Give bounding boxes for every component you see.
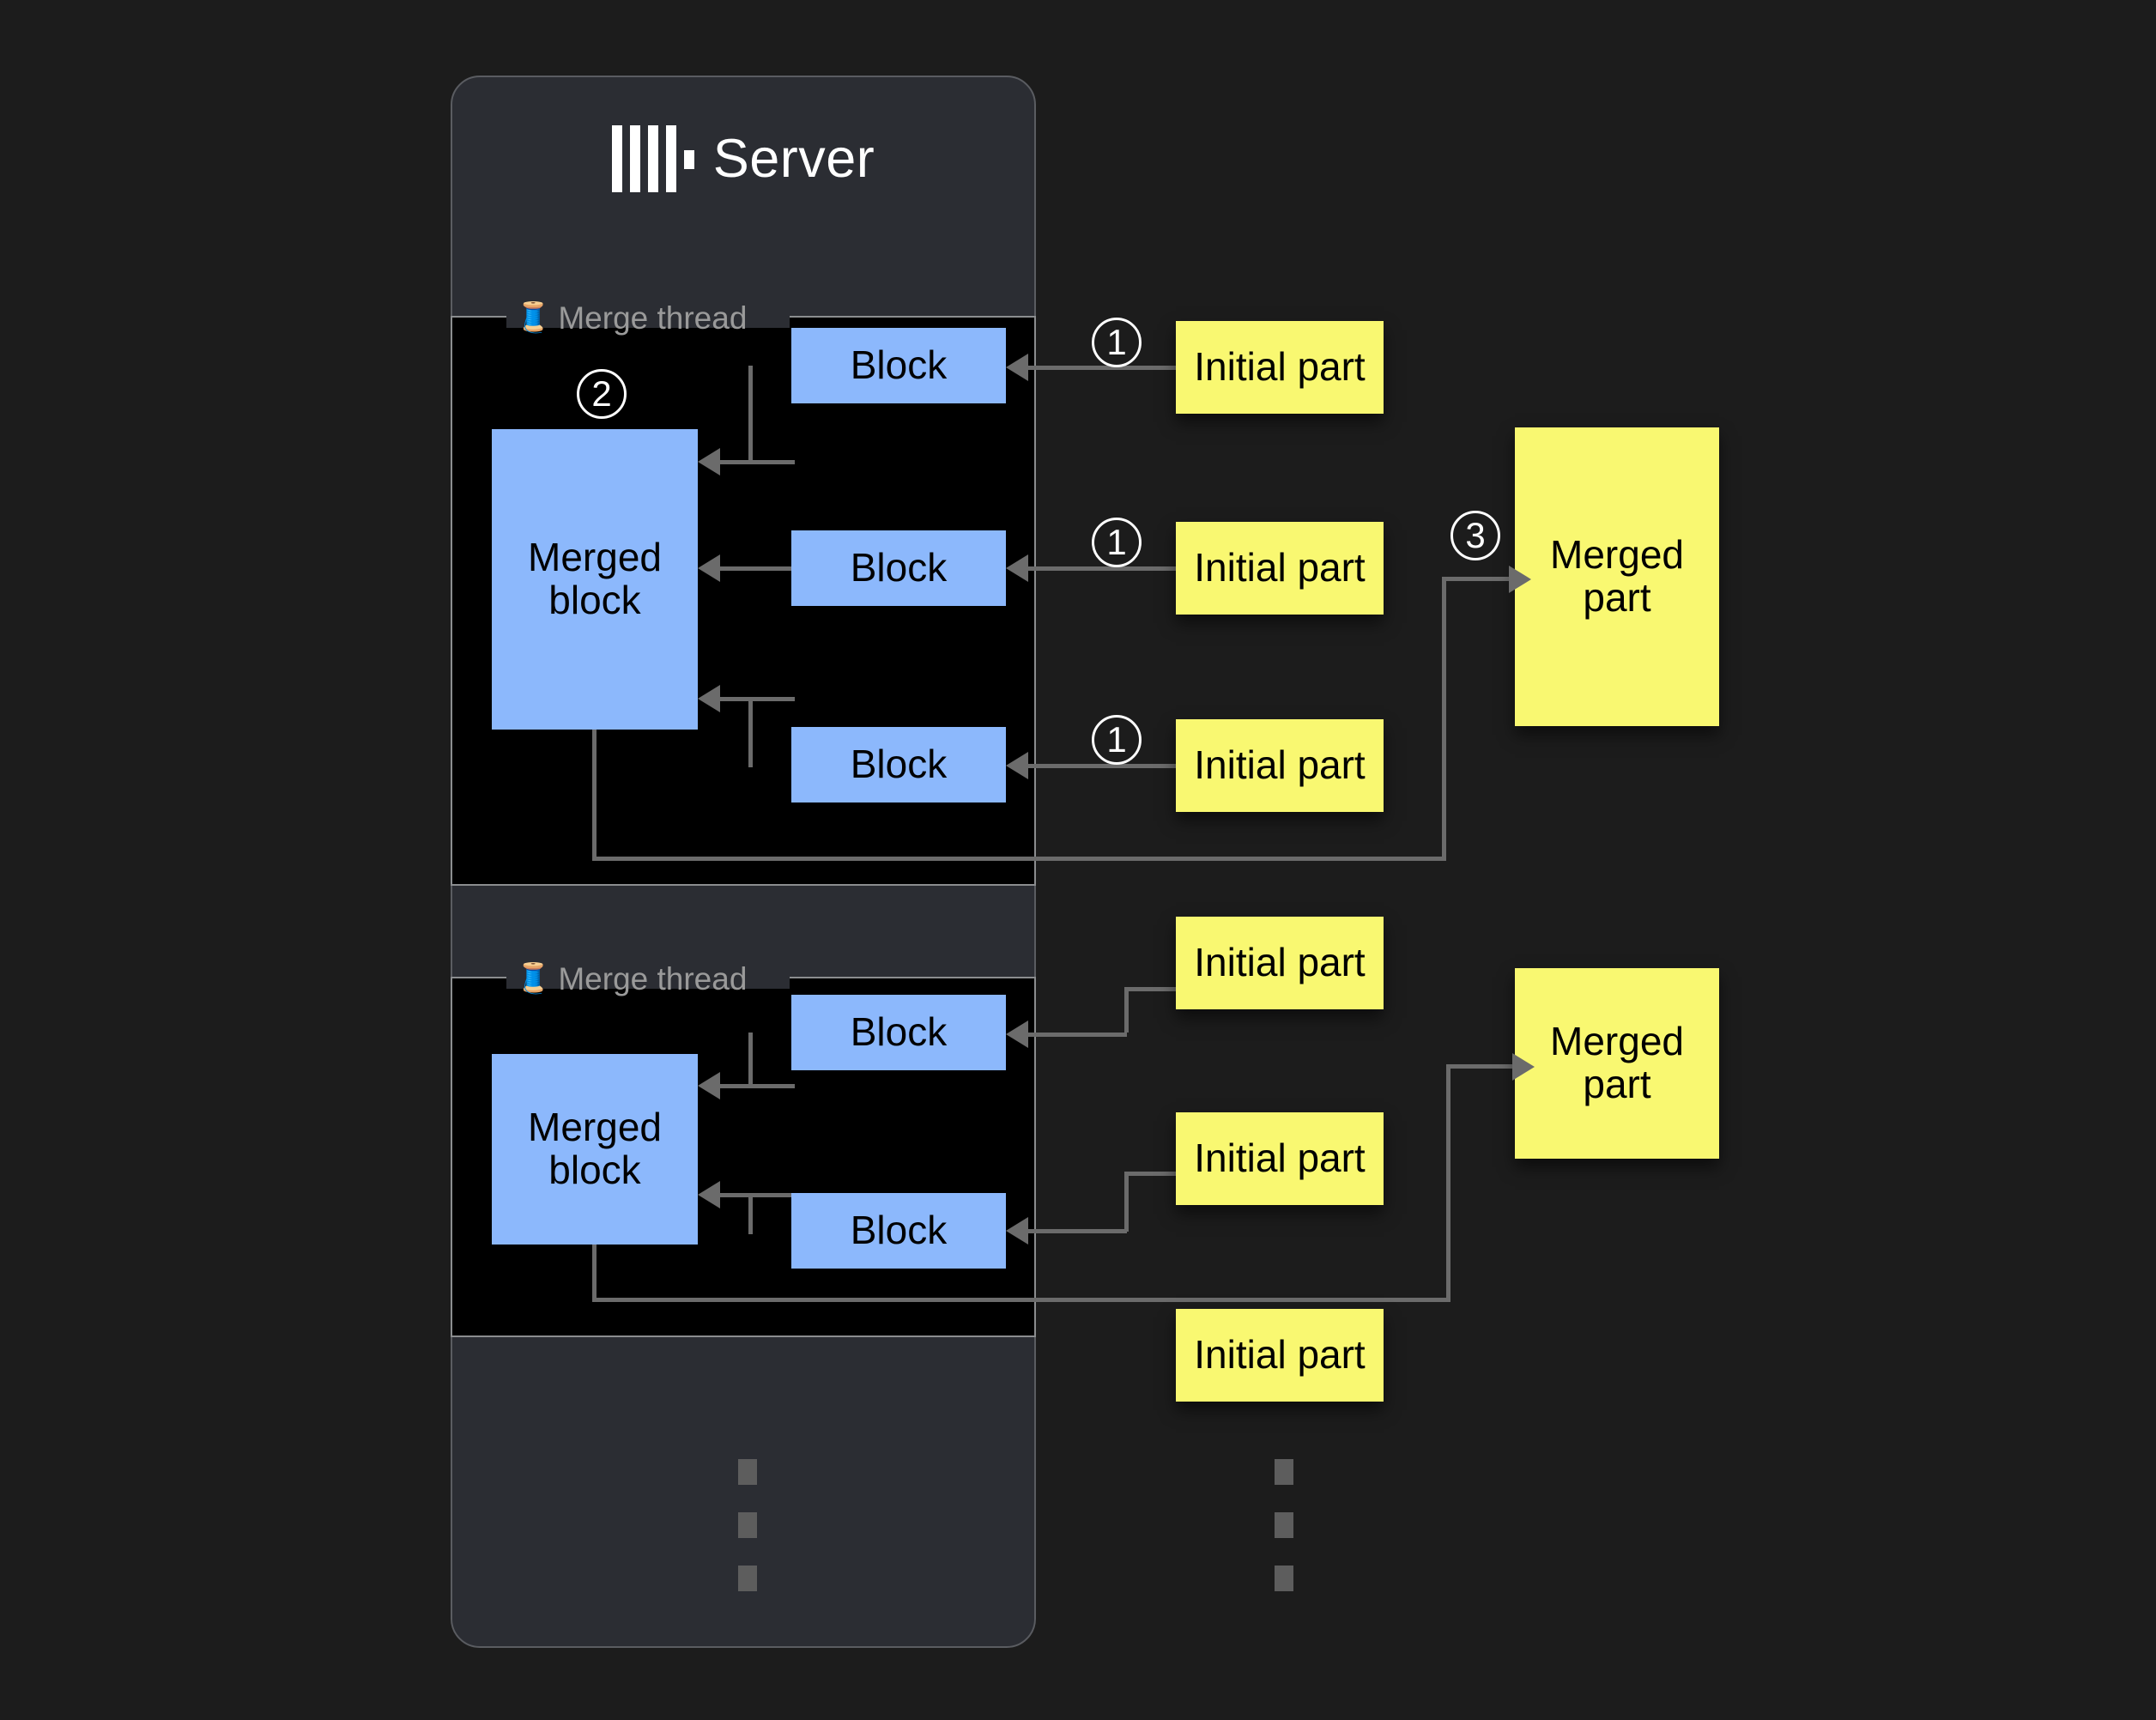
merged-part-2: Merged part [1515,968,1719,1159]
merge-thread-label-1: 🧵 Merge thread [510,299,752,336]
connector-merged2-into-part-h [1446,1064,1518,1069]
arrow-block3-to-merged [698,685,720,712]
connector-part1-to-block1 [1028,366,1176,370]
arrow-merged1-to-part [1509,566,1531,593]
connector-block3-to-merged-h [719,697,795,701]
initial-part-6-label: Initial part [1194,1332,1366,1378]
connector-part5-h [1124,1172,1178,1176]
initial-part-4: Initial part [1176,917,1384,1009]
block-1-2-label: Block [850,545,948,590]
merged-part-1: Merged part [1515,427,1719,726]
connector-block22-to-merged-h [719,1193,795,1197]
merged-block-1: Merged block [492,429,698,730]
initial-part-5: Initial part [1176,1112,1384,1205]
block-1-2: Block [791,530,1006,606]
connector-merged1-into-part-h [1442,577,1514,581]
connector-part5-to-block22 [1028,1229,1127,1233]
connector-part4-to-block21 [1028,1033,1127,1037]
initial-part-5-label: Initial part [1194,1136,1366,1181]
merged-part-1-label: Merged part [1550,532,1684,620]
initial-part-1-label: Initial part [1194,344,1366,390]
connector-block3-to-merged-v [748,697,753,767]
step-marker-1b: 1 [1092,518,1142,567]
connector-part2-to-block2 [1028,566,1176,571]
server-title-label: Server [712,128,875,189]
initial-part-3: Initial part [1176,719,1384,812]
connector-merged2-up-v [1446,1064,1450,1301]
step-marker-3: 3 [1450,511,1500,560]
thread-spool-icon: 🧵 [515,962,552,995]
block-2-1-label: Block [850,1009,948,1055]
block-2-2: Block [791,1193,1006,1269]
connector-merged2-out-h [592,1298,1450,1302]
block-1-3-label: Block [850,742,948,787]
step-marker-1c: 1 [1092,715,1142,765]
initial-part-1: Initial part [1176,321,1384,414]
initial-part-2-label: Initial part [1194,545,1366,590]
merged-block-2: Merged block [492,1054,698,1245]
arrow-block1-to-merged [698,448,720,475]
merged-block-2-label: Merged block [528,1105,662,1192]
server-title-group: Server [451,112,1036,206]
arrow-part5-to-block22 [1006,1217,1028,1245]
connector-part4-down-v [1124,987,1129,1033]
arrow-part4-to-block21 [1006,1020,1028,1048]
initial-part-2: Initial part [1176,522,1384,615]
connector-merged1-out-h [592,857,1446,861]
initial-part-6: Initial part [1176,1309,1384,1402]
connector-part3-to-block3 [1028,764,1176,768]
thread-label-mask-1 [506,306,790,328]
connector-part4-h [1124,987,1178,991]
connector-block1-to-merged-v [748,366,753,462]
connector-block2-to-merged-h [719,566,795,571]
clickhouse-logo-icon [611,125,694,192]
arrow-merged2-to-part [1512,1053,1535,1081]
connector-block22-to-merged-v [748,1193,753,1234]
connector-block21-to-merged-v [748,1033,753,1086]
merge-thread-label-2: 🧵 Merge thread [510,960,752,997]
arrow-part1-to-block1 [1006,354,1028,381]
arrow-block22-to-merged [698,1181,720,1208]
merge-thread-label-text-1: Merge thread [558,300,748,336]
connector-merged1-out-v [592,730,597,860]
arrow-block2-to-merged [698,554,720,582]
block-1-1-label: Block [850,342,948,388]
step-marker-2: 2 [577,369,627,419]
arrow-block21-to-merged [698,1072,720,1099]
step-marker-1a: 1 [1092,318,1142,367]
connector-block1-to-merged-h [719,460,795,464]
ellipsis-parts [1275,1459,1293,1619]
thread-label-mask-2 [506,966,790,989]
initial-part-3-label: Initial part [1194,742,1366,788]
ellipsis-server [738,1459,757,1619]
arrow-part2-to-block2 [1006,554,1028,582]
connector-block21-to-merged-h [719,1084,795,1088]
block-1-3: Block [791,727,1006,802]
arrow-part3-to-block3 [1006,752,1028,779]
block-1-1: Block [791,328,1006,403]
block-2-1: Block [791,995,1006,1070]
merged-block-1-label: Merged block [528,535,662,622]
merged-part-2-label: Merged part [1550,1019,1684,1106]
block-2-2-label: Block [850,1208,948,1253]
thread-spool-icon: 🧵 [515,301,552,334]
connector-merged1-up-v [1442,577,1446,860]
connector-part5-down-v [1124,1172,1129,1232]
initial-part-4-label: Initial part [1194,940,1366,985]
merge-thread-label-text-2: Merge thread [558,960,748,996]
connector-merged2-out-v [592,1245,597,1301]
